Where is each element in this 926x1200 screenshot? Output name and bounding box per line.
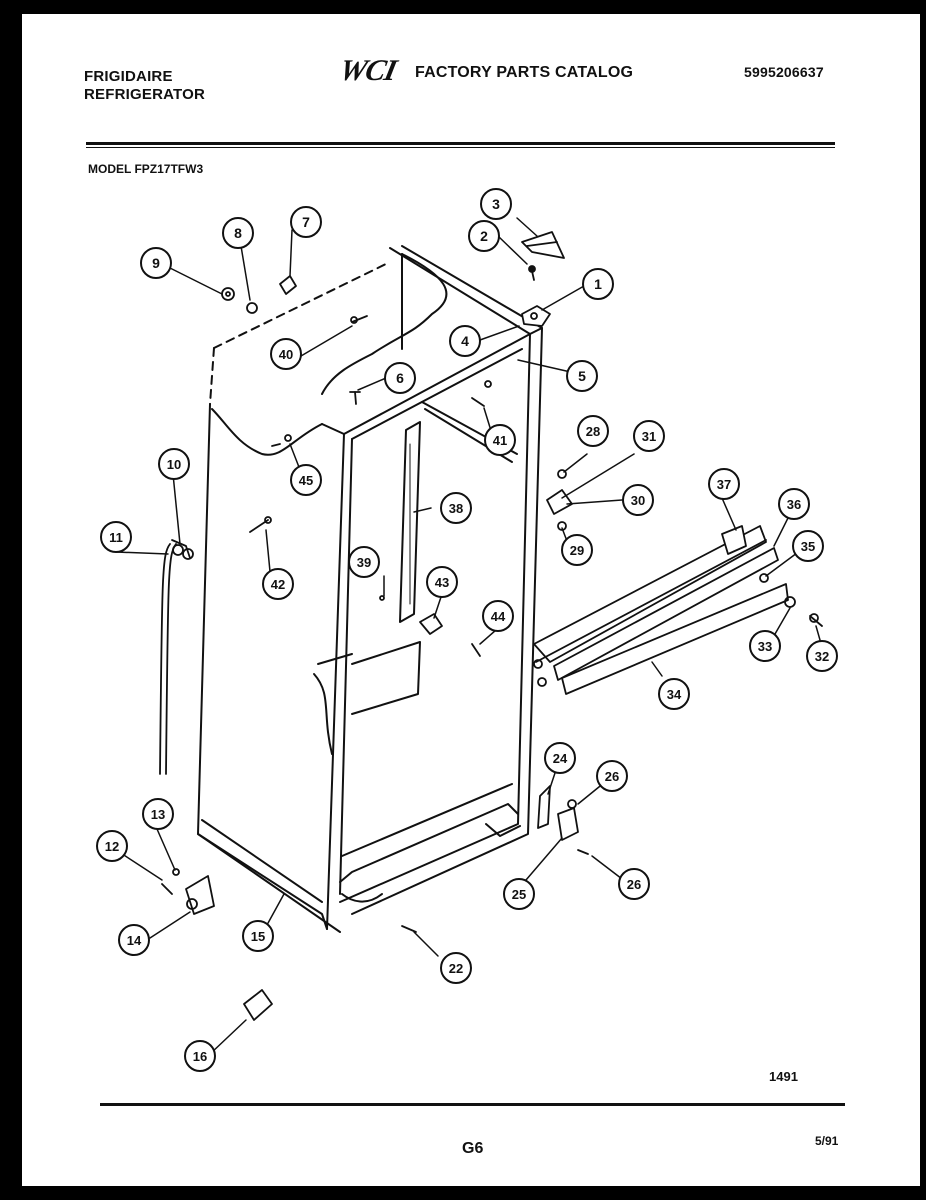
callout-32: 32 bbox=[806, 640, 838, 672]
svg-text:39: 39 bbox=[357, 555, 371, 570]
svg-text:28: 28 bbox=[586, 424, 600, 439]
cabinet-shell bbox=[197, 245, 543, 933]
callout-39: 39 bbox=[348, 546, 380, 578]
catalog-title: FACTORY PARTS CATALOG bbox=[415, 64, 634, 81]
svg-text:25: 25 bbox=[512, 887, 526, 902]
svg-text:45: 45 bbox=[299, 473, 313, 488]
callout-36: 36 bbox=[778, 488, 810, 520]
svg-text:9: 9 bbox=[152, 255, 160, 271]
callout-25: 25 bbox=[503, 878, 535, 910]
brand-line-1: FRIGIDAIRE bbox=[84, 68, 173, 85]
svg-text:35: 35 bbox=[801, 539, 815, 554]
svg-text:2: 2 bbox=[480, 228, 488, 244]
callout-40: 40 bbox=[270, 338, 302, 370]
svg-text:31: 31 bbox=[642, 429, 656, 444]
callout-33: 33 bbox=[749, 630, 781, 662]
svg-text:14: 14 bbox=[127, 933, 142, 948]
svg-text:30: 30 bbox=[631, 493, 645, 508]
svg-text:32: 32 bbox=[815, 649, 829, 664]
callout-7: 7 bbox=[290, 206, 322, 238]
callout-11: 11 bbox=[100, 521, 132, 553]
svg-text:26: 26 bbox=[605, 769, 619, 784]
callout-30: 30 bbox=[622, 484, 654, 516]
page-code: G6 bbox=[462, 1140, 484, 1157]
model-label: MODEL FPZ17TFW3 bbox=[88, 162, 204, 176]
brand-block: FRIGIDAIRE REFRIGERATOR bbox=[84, 68, 205, 104]
callout-12: 12 bbox=[96, 830, 128, 862]
callout-45: 45 bbox=[290, 464, 322, 496]
callout-31: 31 bbox=[633, 420, 665, 452]
svg-text:29: 29 bbox=[570, 543, 584, 558]
svg-text:44: 44 bbox=[491, 609, 506, 624]
svg-text:22: 22 bbox=[449, 961, 463, 976]
svg-text:15: 15 bbox=[251, 929, 265, 944]
callout-16: 16 bbox=[184, 1040, 216, 1072]
svg-text:6: 6 bbox=[396, 370, 404, 386]
callout-38: 38 bbox=[440, 492, 472, 524]
footer-rule bbox=[100, 1103, 845, 1106]
svg-text:24: 24 bbox=[553, 751, 568, 766]
svg-text:33: 33 bbox=[758, 639, 772, 654]
callout-9: 9 bbox=[140, 247, 172, 279]
callout-43: 43 bbox=[426, 566, 458, 598]
callout-2: 2 bbox=[468, 220, 500, 252]
svg-text:37: 37 bbox=[717, 477, 731, 492]
callout-37: 37 bbox=[708, 468, 740, 500]
svg-text:43: 43 bbox=[435, 575, 449, 590]
callout-4: 4 bbox=[449, 325, 481, 357]
callout-13: 13 bbox=[142, 798, 174, 830]
callout-44: 44 bbox=[482, 600, 514, 632]
callout-28: 28 bbox=[577, 415, 609, 447]
header-rule bbox=[86, 142, 835, 145]
callout-1: 1 bbox=[582, 268, 614, 300]
svg-text:10: 10 bbox=[167, 457, 181, 472]
catalog-sheet: FRIGIDAIRE REFRIGERATOR WCI FACTORY PART… bbox=[22, 14, 920, 1186]
callout-29: 29 bbox=[561, 534, 593, 566]
svg-text:1: 1 bbox=[594, 276, 602, 292]
small-parts bbox=[159, 231, 823, 1021]
callout-15: 15 bbox=[242, 920, 274, 952]
svg-text:8: 8 bbox=[234, 225, 242, 241]
svg-text:5: 5 bbox=[578, 368, 586, 384]
svg-text:36: 36 bbox=[787, 497, 801, 512]
leader-lines bbox=[109, 217, 821, 1055]
exploded-parts-diagram: 1 2 3 4 5 6 7 8 9 10 11 12 13 14 15 16 2… bbox=[96, 188, 838, 1072]
svg-text:26: 26 bbox=[627, 877, 641, 892]
svg-text:4: 4 bbox=[461, 333, 469, 349]
callout-35: 35 bbox=[792, 530, 824, 562]
svg-text:34: 34 bbox=[667, 687, 682, 702]
callout-26-lower: 26 bbox=[618, 868, 650, 900]
svg-text:3: 3 bbox=[492, 196, 500, 212]
callout-bubbles: 1 2 3 4 5 6 7 8 9 10 11 12 13 14 15 16 2… bbox=[96, 188, 838, 1072]
svg-text:12: 12 bbox=[105, 839, 119, 854]
callout-14: 14 bbox=[118, 924, 150, 956]
svg-text:42: 42 bbox=[271, 577, 285, 592]
callout-6: 6 bbox=[384, 362, 416, 394]
callout-26-upper: 26 bbox=[596, 760, 628, 792]
header-rule-thin bbox=[86, 147, 835, 148]
callout-22: 22 bbox=[440, 952, 472, 984]
callout-34: 34 bbox=[658, 678, 690, 710]
svg-text:41: 41 bbox=[493, 433, 507, 448]
callout-3: 3 bbox=[480, 188, 512, 220]
callout-10: 10 bbox=[158, 448, 190, 480]
callout-8: 8 bbox=[222, 217, 254, 249]
svg-text:7: 7 bbox=[302, 214, 310, 230]
svg-text:38: 38 bbox=[449, 501, 463, 516]
svg-text:16: 16 bbox=[193, 1049, 207, 1064]
brand-line-2: REFRIGERATOR bbox=[84, 86, 206, 103]
illustration-number: 1491 bbox=[769, 1069, 798, 1084]
callout-41: 41 bbox=[484, 424, 516, 456]
issue-date: 5/91 bbox=[815, 1134, 839, 1148]
document-number: 5995206637 bbox=[744, 64, 824, 80]
callout-24: 24 bbox=[544, 742, 576, 774]
svg-text:11: 11 bbox=[109, 530, 123, 545]
callout-5: 5 bbox=[566, 360, 598, 392]
svg-text:40: 40 bbox=[279, 347, 293, 362]
svg-text:13: 13 bbox=[151, 807, 165, 822]
callout-42: 42 bbox=[262, 568, 294, 600]
